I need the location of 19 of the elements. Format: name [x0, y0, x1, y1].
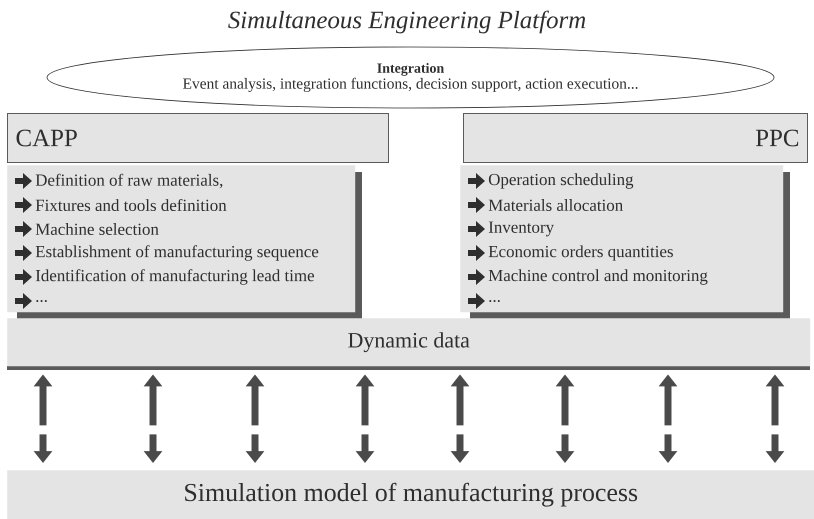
- header-box: PPC: [463, 113, 808, 163]
- list-item: Identification of manufacturing lead time: [36, 269, 314, 285]
- list-item: ...: [489, 300, 500, 302]
- list-item: Materials allocation: [488, 199, 623, 211]
- list-item: ...: [36, 300, 47, 302]
- list-panel: [7, 165, 362, 319]
- list-item: Inventory: [488, 222, 554, 236]
- list-panel: [460, 165, 790, 319]
- title: Simultaneous Engineering Platform: [228, 10, 586, 34]
- data-bar: Dynamic data: [7, 318, 810, 370]
- list-item: Definition of raw materials,: [36, 174, 222, 188]
- list-item: Establishment of manufacturing sequence: [36, 245, 318, 261]
- list-item: Machine control and monitoring: [488, 269, 708, 285]
- list-item: Operation scheduling: [488, 173, 634, 189]
- list-item: Fixtures and tools definition: [36, 198, 226, 212]
- header-box: CAPP: [7, 113, 389, 163]
- list-item: Machine selection: [36, 223, 159, 235]
- data-bar: Simulation model of manufacturing process: [7, 470, 814, 519]
- list-item: Economic orders quantities: [488, 245, 673, 261]
